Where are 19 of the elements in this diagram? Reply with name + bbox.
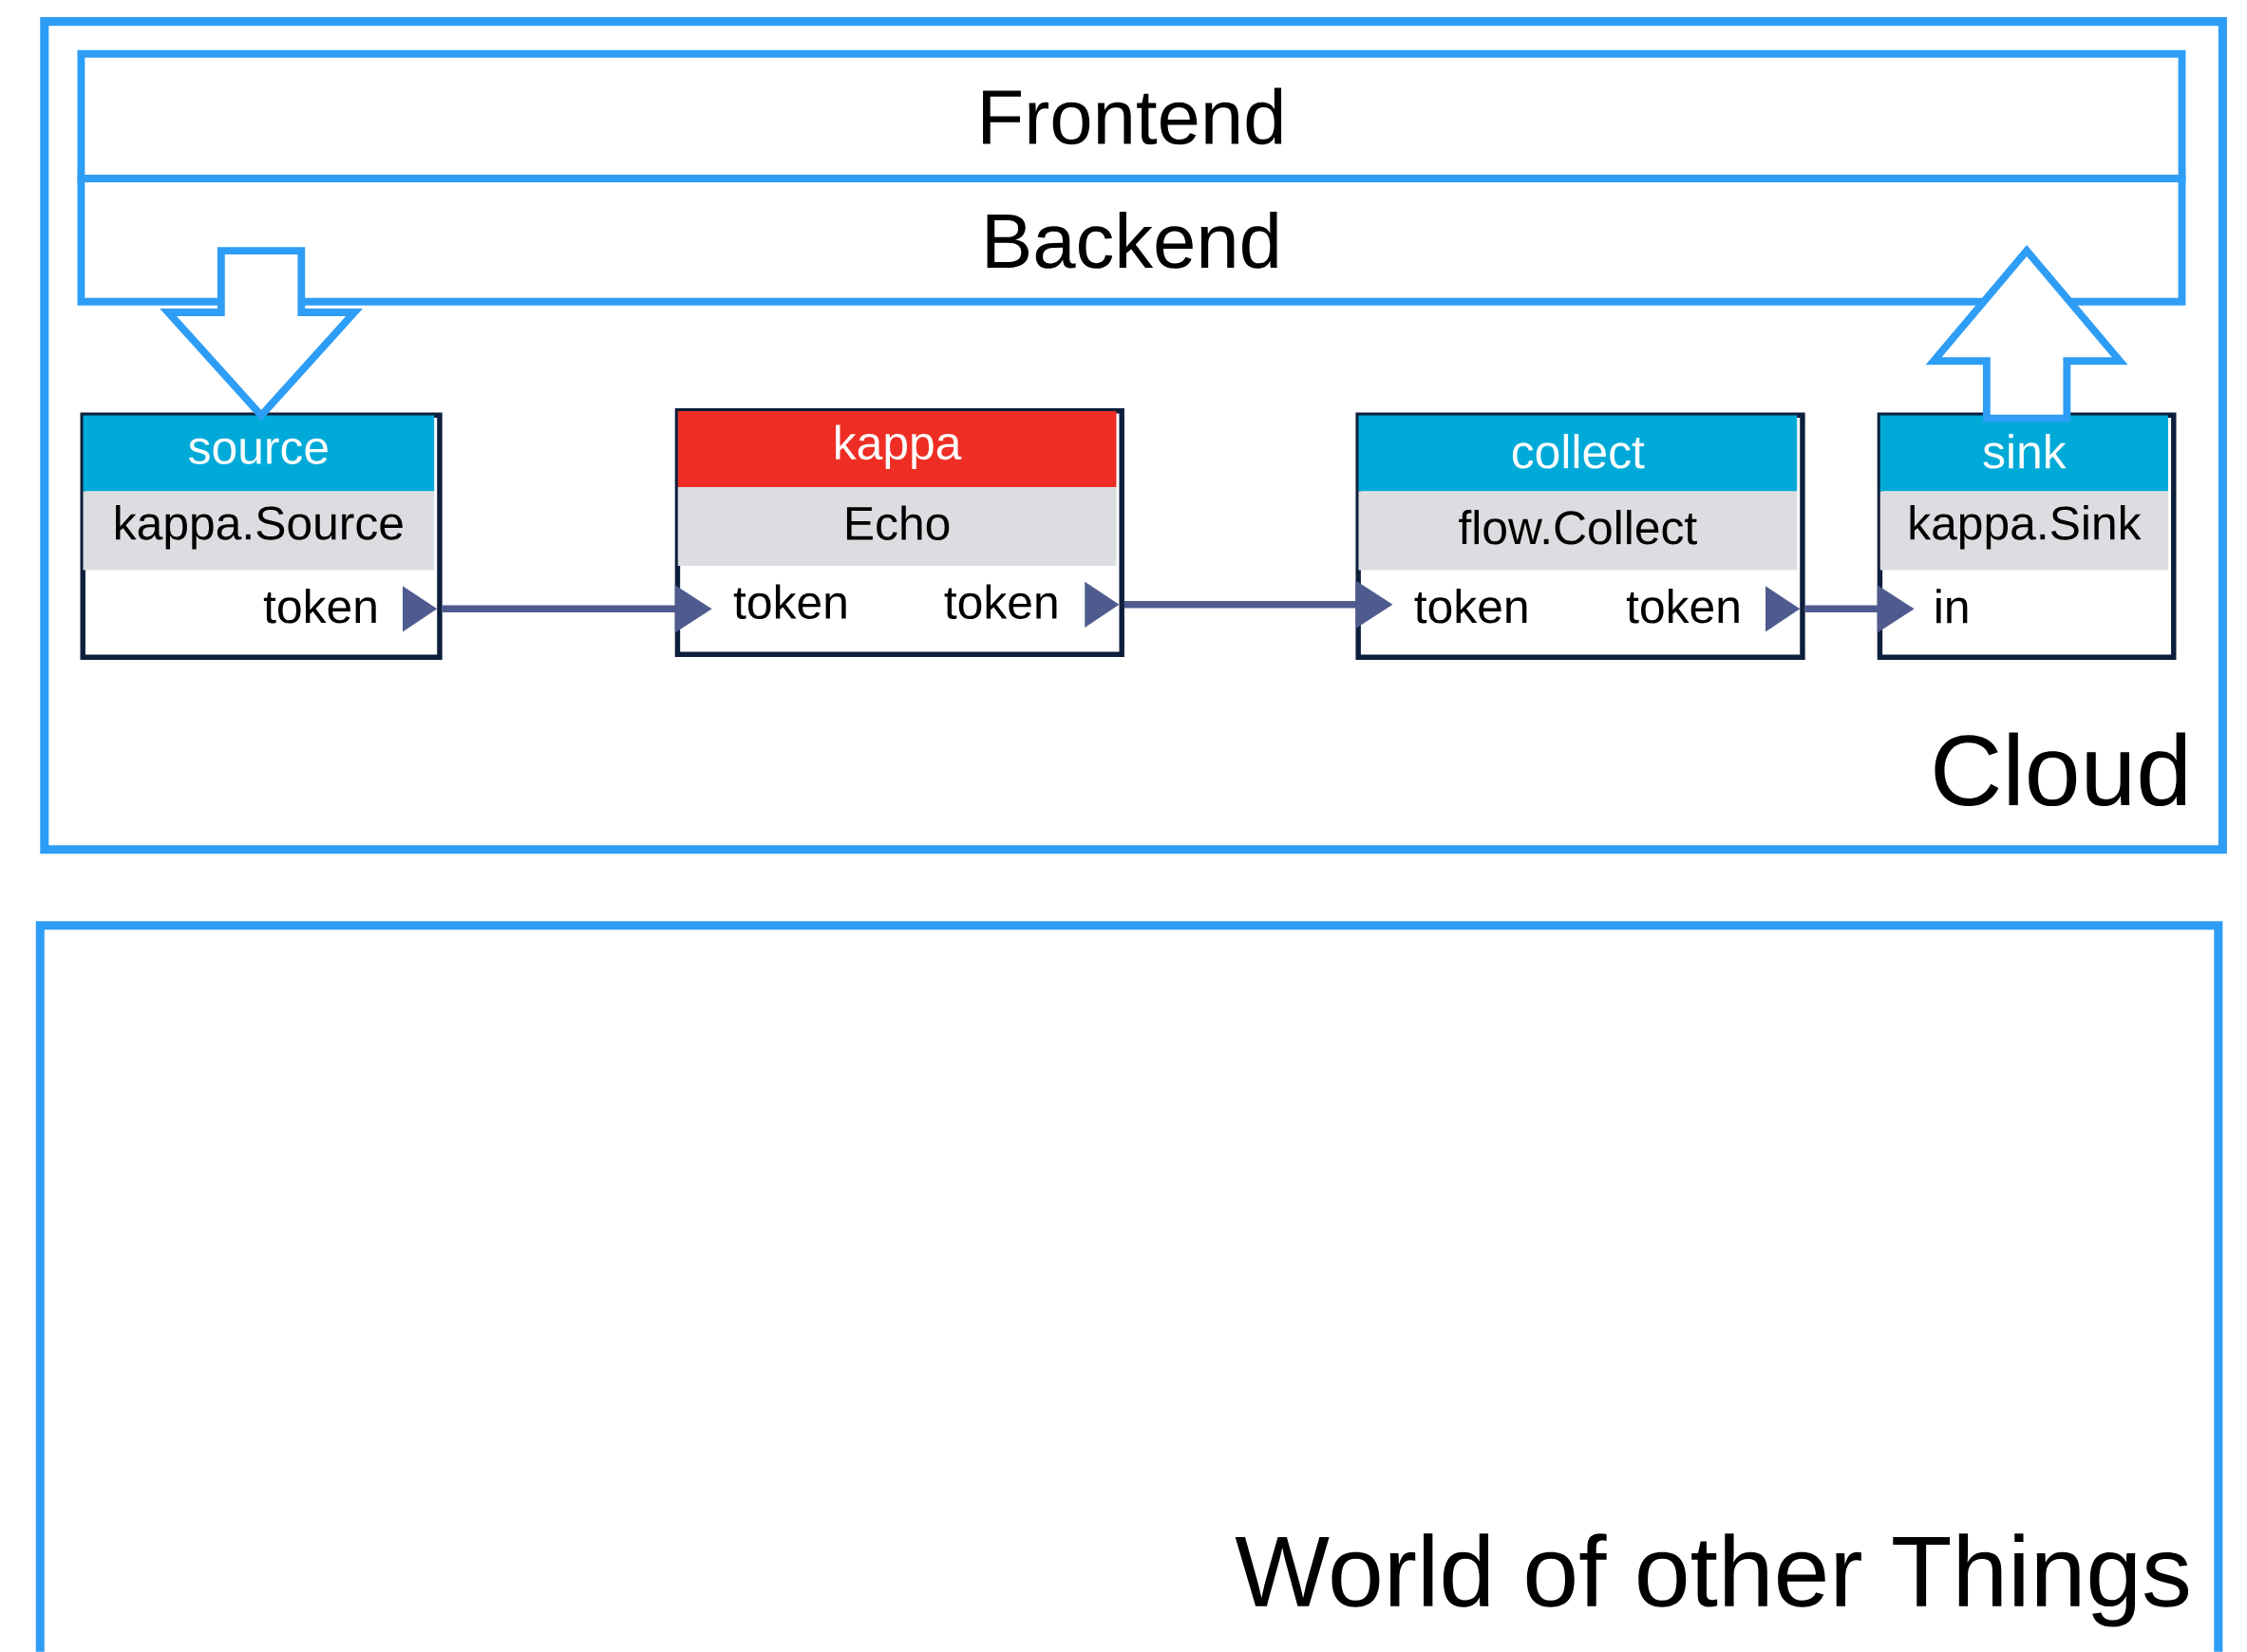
class-row: kappa.Source xyxy=(83,491,435,571)
port-label: token xyxy=(263,589,376,624)
block-header: kappa xyxy=(677,411,1117,488)
class-row: kappa.Sink xyxy=(1879,491,2169,571)
class-row: Echo xyxy=(677,487,1117,567)
port-label: token xyxy=(1414,589,1527,624)
block-arrow xyxy=(160,247,363,422)
port-label: token xyxy=(733,584,846,620)
port-label: token xyxy=(944,584,1057,620)
block-header: source xyxy=(83,415,435,492)
port-label: token xyxy=(1626,589,1739,624)
region-frame: World of other Things xyxy=(35,921,2223,1652)
block-header: sink xyxy=(1879,415,2169,492)
layer-box: Frontend xyxy=(77,49,2186,183)
class-row: flow.Collect xyxy=(1358,491,1798,571)
block-header: collect xyxy=(1358,415,1798,492)
block-arrow xyxy=(1925,245,2128,422)
port-label: in xyxy=(1936,589,1968,624)
layer-box: Backend xyxy=(77,175,2186,306)
